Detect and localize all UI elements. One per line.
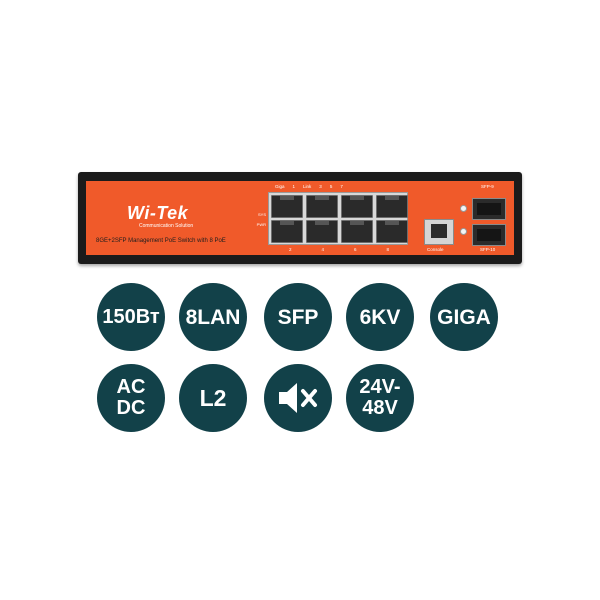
feature-badge-surge: 6KV [346,283,414,351]
ethernet-port [376,195,408,218]
sfp-label: SFP-9 [481,184,494,189]
feature-badge-text: GIGA [437,305,491,329]
poe-switch-photo: Wi-Tek Communication Solution 8GE+2SFP M… [78,172,522,264]
port-label: 6 [354,247,357,252]
sfp-led [460,228,467,235]
ethernet-port [376,220,408,243]
port-label: 4 [321,247,325,252]
console-port [424,219,454,245]
port-label: 1 [292,184,296,189]
port-label: 5 [329,184,333,189]
port-labels-top: Giga 1 Link 3 5 7 [275,184,343,189]
feature-badge-text: DC [116,397,146,419]
brand-tagline: Communication Solution [139,223,194,229]
port-label: 2 [289,247,292,252]
switch-front-panel: Wi-Tek Communication Solution 8GE+2SFP M… [86,181,514,255]
pwr-label: PWR [256,221,266,227]
ethernet-port [271,220,303,243]
feature-badge-voltage: 24V- 48V [346,364,414,432]
port-label: 7 [340,184,343,189]
feature-badge-text: SFP [277,305,319,329]
feature-badge-text: 8LAN [185,305,241,329]
feature-badge-text: 6KV [359,305,401,329]
feature-badge-lan: 8LAN [179,283,247,351]
sfp-port [472,198,506,220]
console-port-socket [431,224,447,238]
port-labels-bottom: 2 4 6 8 [289,247,389,252]
port-label: 3 [319,184,322,189]
feature-badge-text: 150Вт [102,306,160,328]
sfp-label: SFP-10 [480,247,496,252]
speaker-mute-icon [279,383,317,413]
feature-badge-text: 24V- [359,376,401,398]
ethernet-port [341,195,373,218]
feature-badge-acdc: AC DC [97,364,165,432]
ethernet-port [271,195,303,218]
sys-label: SYS [257,211,266,217]
brand-logo: Wi-Tek Communication Solution [127,193,217,233]
sfp-port [472,224,506,246]
switch-chassis: Wi-Tek Communication Solution 8GE+2SFP M… [78,172,522,264]
ethernet-port [341,220,373,243]
feature-badge-text: AC [116,376,146,398]
ethernet-port-block [268,192,408,245]
port-label: Giga [275,184,285,189]
ethernet-port [306,220,338,243]
port-label: 8 [386,247,390,252]
sfp-led [460,205,467,212]
feature-badge-giga: GIGA [430,283,498,351]
feature-badge-power: 150Вт [97,283,165,351]
feature-badge-text: 48V [362,397,398,419]
port-label: Link [303,184,312,189]
ethernet-port [306,195,338,218]
feature-badge-sfp: SFP [264,283,332,351]
console-label: Console [427,247,444,252]
sfp-ports [472,198,506,246]
model-description: 8GE+2SFP Management PoE Switch with 8 Po… [96,238,226,244]
feature-badge-text: L2 [199,384,227,411]
brand-name: Wi-Tek [127,203,189,223]
feature-badge-l2: L2 [179,364,247,432]
feature-badge-silent [264,364,332,432]
